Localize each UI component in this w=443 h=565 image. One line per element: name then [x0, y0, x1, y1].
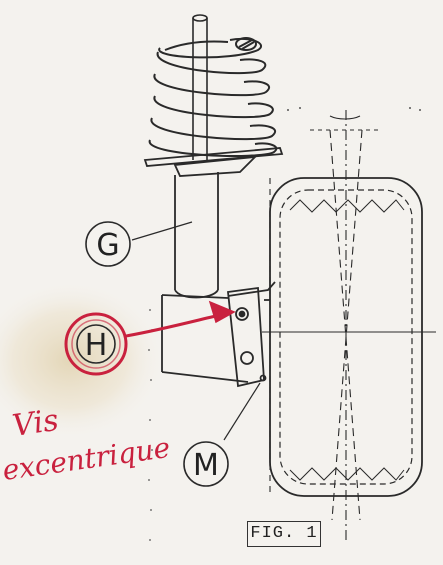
label-g-text: G	[96, 228, 119, 263]
figure-caption: FIG. 1	[247, 521, 321, 547]
label-m-text: M	[193, 448, 219, 483]
label-g: G	[85, 221, 131, 267]
steering-knuckle-bracket	[227, 281, 276, 388]
strut-tube	[161, 172, 249, 383]
piston-rod	[192, 14, 208, 160]
spring-seat	[143, 147, 284, 177]
annotation-line1: Vis	[10, 403, 61, 444]
label-m: M	[183, 441, 229, 487]
scan-noise	[148, 107, 421, 541]
label-h-text: H	[85, 328, 108, 363]
paper-stain	[0, 280, 165, 440]
eccentric-bolt-arrow	[125, 300, 236, 338]
wheel-centerlines	[262, 110, 436, 540]
leader-lines	[131, 221, 261, 441]
coil-spring	[148, 37, 278, 157]
label-h: H	[64, 312, 128, 376]
